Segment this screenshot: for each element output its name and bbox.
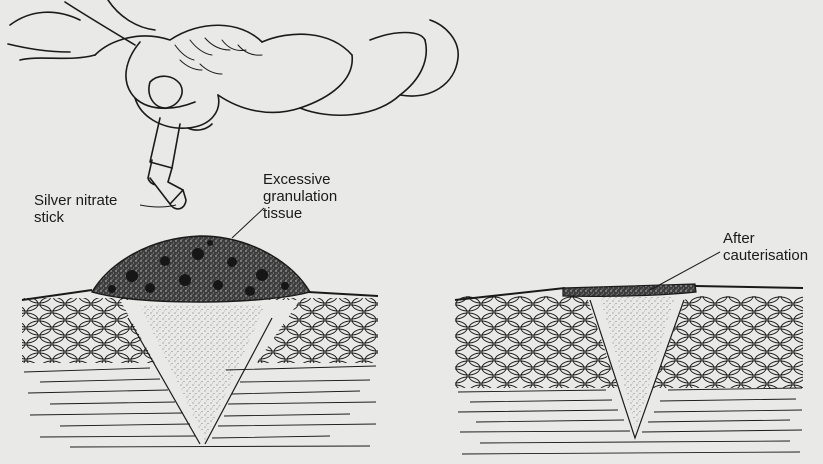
left-skin-section <box>22 208 378 447</box>
label-line: stick <box>34 209 117 226</box>
granulation-tissue-mound <box>92 236 310 302</box>
right-skin-section <box>455 252 803 454</box>
hand-holding-stick-illustration <box>8 0 458 209</box>
label-line: granulation <box>263 188 337 205</box>
label-line: tissue <box>263 205 337 222</box>
label-after-cauterisation: After cauterisation <box>723 230 808 264</box>
label-line: Silver nitrate <box>34 192 117 209</box>
label-excessive-granulation-tissue: Excessive granulation tissue <box>263 171 337 222</box>
label-line: After <box>723 230 808 247</box>
label-line: cauterisation <box>723 247 808 264</box>
label-silver-nitrate-stick: Silver nitrate stick <box>34 192 117 226</box>
label-line: Excessive <box>263 171 337 188</box>
